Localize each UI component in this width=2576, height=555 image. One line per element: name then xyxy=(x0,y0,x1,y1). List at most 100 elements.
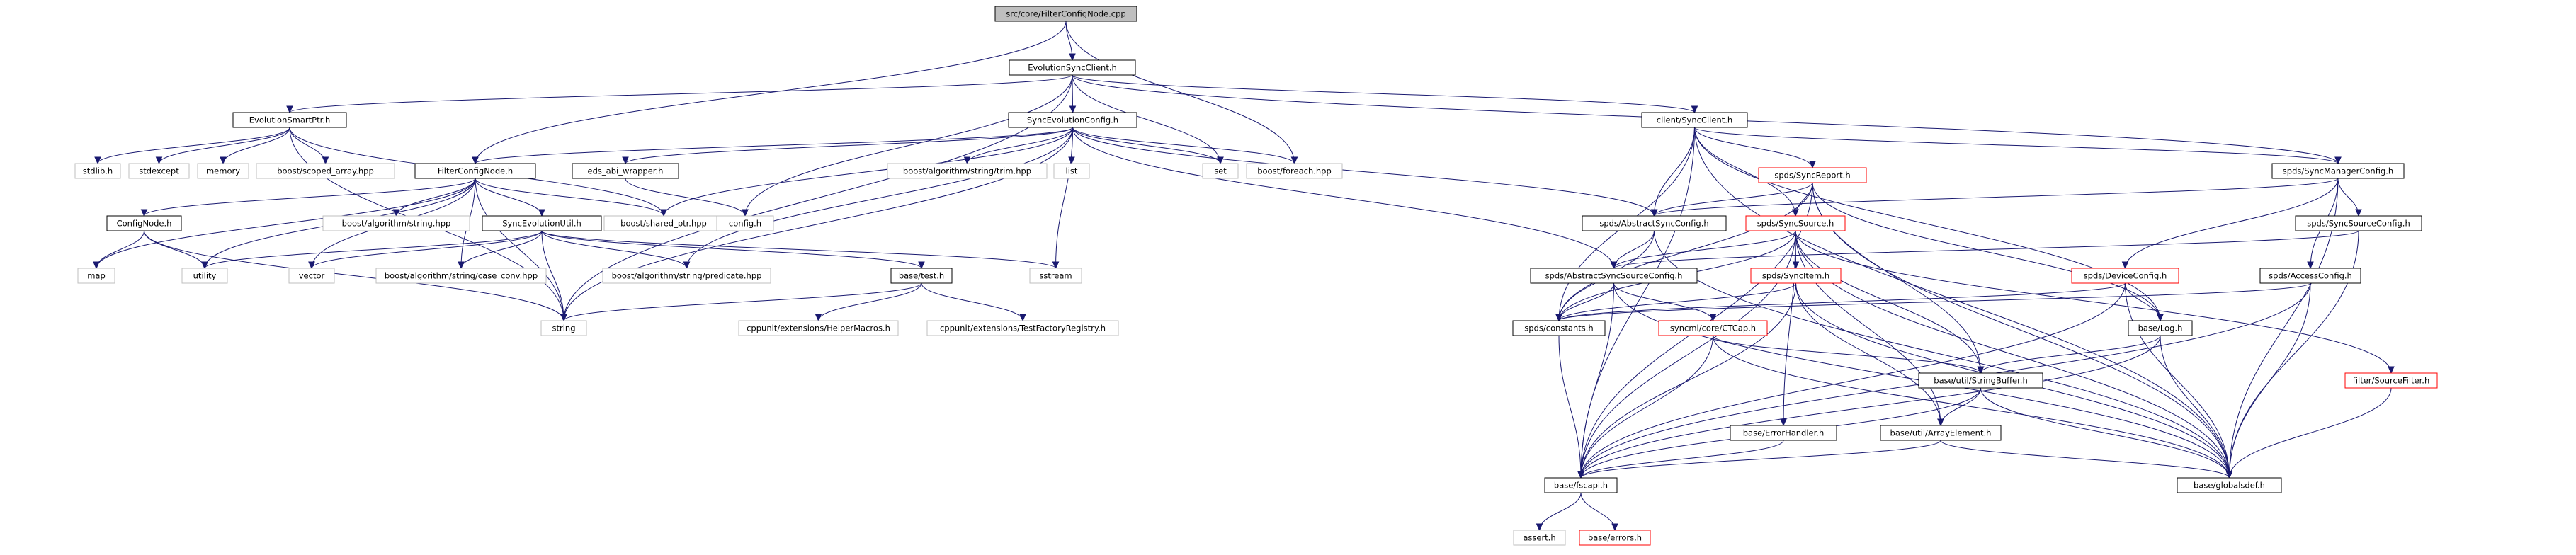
edge-bt-hm xyxy=(815,282,922,322)
node-box xyxy=(1582,215,1727,231)
edge-root-bfe xyxy=(1065,21,1298,165)
node-box xyxy=(1658,320,1768,336)
edge-sf-gd xyxy=(2225,387,2392,479)
node-smc[interactable]: spds/SyncManagerConfig.h xyxy=(2271,163,2405,179)
edge-line xyxy=(1072,127,1614,269)
edge-line xyxy=(2229,282,2311,479)
node-bast: boost/algorithm/string/trim.hpp xyxy=(887,163,1048,179)
arrow-head xyxy=(538,209,545,217)
edge-line xyxy=(311,230,543,269)
edge-line xyxy=(1795,230,2230,479)
arrow-head xyxy=(1611,523,1618,532)
node-esp[interactable]: EvolutionSmartPtr.h xyxy=(232,112,347,128)
node-fs[interactable]: base/fscapi.h xyxy=(1544,477,1618,493)
node-sf[interactable]: filter/SourceFilter.h xyxy=(2344,372,2438,389)
edge-seu-utility xyxy=(201,230,543,270)
node-label: stdexcept xyxy=(139,166,179,176)
arrow-head xyxy=(560,314,567,322)
edge-line xyxy=(1694,127,2339,164)
node-ae[interactable]: base/util/ArrayElement.h xyxy=(1880,425,2002,441)
arrow-head xyxy=(155,156,163,165)
node-eh[interactable]: base/ErrorHandler.h xyxy=(1730,425,1837,441)
node-label: config.h xyxy=(729,219,761,229)
node-box xyxy=(1202,163,1239,179)
node-box xyxy=(602,268,771,284)
edge-layer xyxy=(93,21,2395,532)
edge-line xyxy=(1072,74,1695,113)
arrow-head xyxy=(1792,261,1800,270)
node-sscfg[interactable]: spds/SyncSourceConfig.h xyxy=(2295,215,2422,231)
node-const[interactable]: spds/constants.h xyxy=(1512,320,1606,336)
arrow-head xyxy=(1536,523,1543,532)
arrow-head xyxy=(660,209,667,217)
arrow-head xyxy=(2307,261,2314,270)
edge-line xyxy=(144,230,205,269)
node-fcn[interactable]: FilterConfigNode.h xyxy=(414,163,536,179)
node-box xyxy=(716,215,774,231)
edge-line xyxy=(625,127,1073,164)
node-label: FilterConfigNode.h xyxy=(438,166,513,176)
node-eds[interactable]: eds_abi_wrapper.h xyxy=(572,163,679,179)
node-assc[interactable]: spds/AbstractSyncSourceConfig.h xyxy=(1530,268,1698,284)
node-box xyxy=(540,320,587,336)
node-ac[interactable]: spds/AccessConfig.h xyxy=(2259,268,2361,284)
node-sec[interactable]: SyncEvolutionConfig.h xyxy=(1008,112,1137,128)
edge-line xyxy=(144,230,564,321)
edge-line xyxy=(159,127,290,164)
node-sstream: sstream xyxy=(1029,268,1082,284)
node-ctcap[interactable]: syncml/core/CTCap.h xyxy=(1658,320,1768,336)
edge-line xyxy=(818,282,922,321)
node-csc[interactable]: client/SyncClient.h xyxy=(1641,112,1748,128)
node-label: spds/AccessConfig.h xyxy=(2269,271,2352,281)
node-cn[interactable]: ConfigNode.h xyxy=(106,215,182,231)
node-label: spds/constants.h xyxy=(1524,324,1593,333)
node-label: assert.h xyxy=(1523,533,1555,543)
node-label: ConfigNode.h xyxy=(117,219,172,229)
node-box xyxy=(1009,59,1136,76)
edge-line xyxy=(1694,127,1813,168)
node-errors[interactable]: base/errors.h xyxy=(1579,530,1651,546)
node-esc[interactable]: EvolutionSyncClient.h xyxy=(1009,59,1136,76)
node-ss[interactable]: spds/SyncSource.h xyxy=(1745,215,1846,231)
edge-const-fs xyxy=(1558,335,1584,479)
node-label: memory xyxy=(206,166,240,176)
node-label: spds/SyncItem.h xyxy=(1762,271,1829,281)
arrow-head xyxy=(1610,261,1618,270)
edge-sec-assc xyxy=(1072,127,1618,270)
node-sbuf[interactable]: base/util/StringBuffer.h xyxy=(1918,372,2043,389)
edge-line xyxy=(2229,387,2392,479)
node-si[interactable]: spds/SyncItem.h xyxy=(1750,268,1842,284)
node-gd[interactable]: base/globalsdef.h xyxy=(2177,477,2282,493)
node-asc[interactable]: spds/AbstractSyncConfig.h xyxy=(1582,215,1727,231)
node-basc: boost/algorithm/string/case_conv.hpp xyxy=(375,268,547,284)
node-string: string xyxy=(540,320,587,336)
node-box xyxy=(181,268,228,284)
node-seu[interactable]: SyncEvolutionUtil.h xyxy=(482,215,602,231)
node-label: boost/scoped_array.hpp xyxy=(277,166,374,176)
node-box xyxy=(2071,268,2179,284)
edge-srep-log xyxy=(1812,182,2164,322)
node-dc[interactable]: spds/DeviceConfig.h xyxy=(2071,268,2179,284)
edge-line xyxy=(1613,230,2359,269)
node-srep[interactable]: spds/SyncReport.h xyxy=(1758,167,1867,183)
edge-line xyxy=(921,282,1023,321)
node-log[interactable]: base/Log.h xyxy=(2128,320,2193,336)
edge-bt-string xyxy=(560,282,922,322)
edge-line xyxy=(663,127,1073,217)
node-box xyxy=(375,268,547,284)
arrow-head xyxy=(1290,156,1298,165)
edge-line xyxy=(1558,335,1582,479)
node-assert: assert.h xyxy=(1513,530,1566,546)
node-box xyxy=(1730,425,1837,441)
node-stdexcept: stdexcept xyxy=(128,163,190,179)
node-box xyxy=(994,6,1137,22)
node-box xyxy=(106,215,182,231)
node-list: list xyxy=(1053,163,1090,179)
node-label: base/ErrorHandler.h xyxy=(1743,428,1825,438)
node-label: spds/DeviceConfig.h xyxy=(2084,271,2167,281)
node-bt[interactable]: base/test.h xyxy=(890,268,953,284)
edge-line xyxy=(967,127,1073,164)
arrow-head xyxy=(2157,314,2164,322)
edge-line xyxy=(1654,178,2339,217)
node-label: spds/SyncSourceConfig.h xyxy=(2307,219,2410,229)
